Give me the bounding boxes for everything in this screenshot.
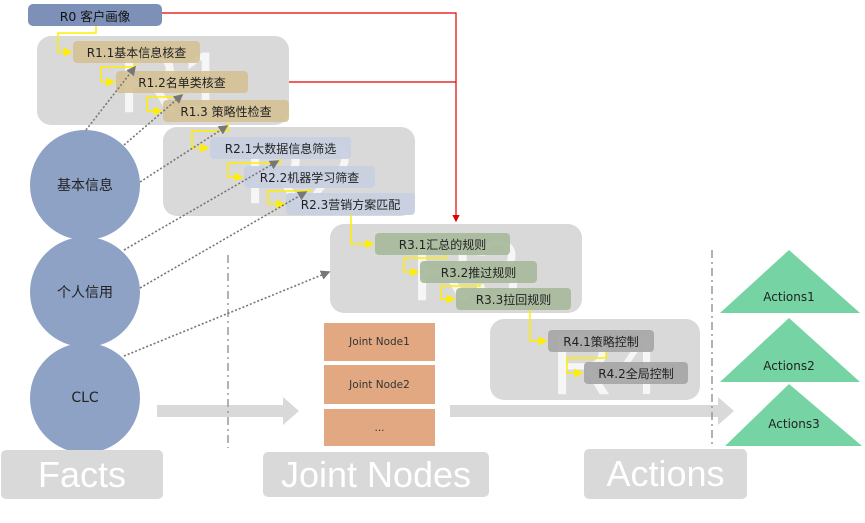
rule-label: R2.1大数据信息筛选: [224, 141, 337, 156]
joint-node-1[interactable]: Joint Node1: [324, 323, 435, 361]
fact-label: 个人信用: [57, 285, 113, 301]
joint-node-label: Joint Node2: [349, 378, 410, 391]
rule-label: R2.3营销方案匹配: [300, 197, 401, 212]
fact-basic-info[interactable]: 基本信息: [30, 130, 140, 240]
rule-label: R4.1策略控制: [563, 334, 639, 349]
rule-r3-2[interactable]: R3.2推过规则: [420, 261, 537, 283]
rule-label: R1.1基本信息核查: [86, 45, 187, 60]
action-3-triangle: [725, 384, 862, 446]
rule-r4-2[interactable]: R4.2全局控制: [584, 362, 688, 384]
fact-personal-credit[interactable]: 个人信用: [30, 237, 140, 347]
link-clc-r3: [123, 270, 331, 357]
joint-to-actions-arrow: [450, 397, 734, 425]
rule-label: R4.2全局控制: [598, 366, 674, 381]
rule-r1-3[interactable]: R1.3 策略性检查: [163, 100, 289, 122]
rule-label: R2.2机器学习筛查: [259, 170, 360, 185]
rule-label: R3.2推过规则: [440, 265, 517, 280]
rule-r3-3[interactable]: R3.3拉回规则: [456, 288, 571, 310]
joint-node-more[interactable]: ...: [324, 409, 435, 446]
joint-node-label: ...: [374, 421, 385, 434]
action-3[interactable]: Actions3: [768, 417, 820, 431]
rule-label: R3.1汇总的规则: [398, 237, 487, 252]
fact-clc[interactable]: CLC: [30, 343, 140, 453]
rule-r2-3[interactable]: R2.3营销方案匹配: [286, 193, 415, 215]
facts-to-joint-arrow: [157, 397, 299, 425]
category-facts: Facts: [1, 450, 163, 499]
category-actions: Actions: [584, 449, 747, 499]
rule-r3-1[interactable]: R3.1汇总的规则: [375, 233, 510, 255]
action-2[interactable]: Actions2: [763, 359, 815, 373]
rule-r4-1[interactable]: R4.1策略控制: [548, 330, 654, 352]
rule-label: R1.2名单类核查: [138, 75, 226, 90]
rule-r1-2[interactable]: R1.2名单类核查: [116, 71, 248, 93]
joint-node-label: Joint Node1: [349, 336, 410, 348]
rule-r2-2[interactable]: R2.2机器学习筛查: [244, 166, 375, 188]
rule-r2-1[interactable]: R2.1大数据信息筛选: [210, 137, 351, 159]
rule-r1-1[interactable]: R1.1基本信息核查: [73, 41, 200, 63]
action-1[interactable]: Actions1: [763, 290, 815, 304]
rule-r0[interactable]: R0 客户画像: [28, 4, 162, 26]
joint-node-2[interactable]: Joint Node2: [324, 365, 435, 404]
rule-label: R3.3拉回规则: [475, 292, 552, 307]
rule-r0-label: R0 客户画像: [59, 8, 131, 24]
fact-label: CLC: [71, 390, 99, 406]
category-joint-nodes: Joint Nodes: [263, 452, 489, 497]
rule-label: R1.3 策略性检查: [180, 104, 272, 119]
fact-label: 基本信息: [57, 178, 113, 194]
